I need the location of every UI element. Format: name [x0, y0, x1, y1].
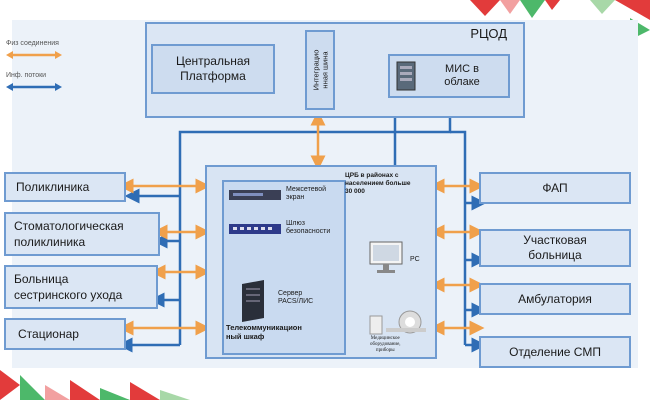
medical-line2: оборудование, [370, 342, 401, 347]
crb-title-line1: ЦРБ в районах с [345, 172, 399, 179]
firewall-label: Межсетевой экран [286, 186, 326, 202]
integration-bus-line1: Интеграцио [311, 49, 321, 91]
legend-orange-arrow [6, 51, 62, 59]
cabinet-label: Телекоммуникацион ный шкаф [226, 323, 302, 341]
legend-physical-label: Физ соединения [6, 40, 59, 47]
gateway-line2: безопасности [286, 228, 331, 235]
rcod-title: РЦОД [470, 26, 507, 41]
mis-cloud-box: МИС в облаке [388, 54, 510, 98]
integration-bus-line2: нная шина [320, 51, 330, 89]
firewall-line1: Межсетевой [286, 186, 327, 193]
crb-title-line3: 30 000 [345, 188, 365, 195]
cabinet-line1: Телекоммуникацион [226, 323, 302, 332]
nursing-line2: сестринского ухода [14, 288, 123, 302]
mis-cloud-line2: облаке [444, 76, 480, 88]
telecom-cabinet-box [222, 180, 346, 355]
firewall-icon [229, 190, 281, 200]
server-label: Сервер PACS/ЛИС [278, 290, 313, 306]
central-platform-line1: Центральная [175, 54, 251, 68]
polyclinic-label: Поликлиника [16, 180, 90, 194]
mis-cloud-label: МИС в облаке [416, 63, 508, 89]
nursing-hospital-box: Больница сестринского ухода [4, 265, 158, 309]
legend-blue-arrow [6, 83, 62, 91]
pc-label: PC [410, 256, 420, 263]
crb-title-line2: населением больше [345, 180, 411, 187]
server-icon [242, 280, 264, 322]
central-platform-line2: Платформа [180, 69, 246, 83]
nursing-line1: Больница [14, 272, 69, 286]
gateway-icon [229, 224, 281, 234]
medical-line3: приборы [375, 348, 395, 353]
server-line1: Сервер [278, 290, 303, 297]
mis-cloud-line1: МИС в [445, 63, 479, 75]
central-platform-box: Центральная Платформа [151, 44, 275, 94]
integration-bus-box: Интеграцио нная шина [305, 30, 335, 110]
polyclinic-box: Поликлиника [4, 172, 126, 202]
fap-box: ФАП [479, 172, 631, 204]
legend-info-label: Инф. потоки [6, 72, 47, 79]
cabinet-line2: ный шкаф [226, 332, 265, 341]
outpatient-box: Амбулатория [479, 283, 631, 315]
outpatient-label: Амбулатория [518, 292, 592, 306]
district-line2: больница [528, 248, 582, 262]
fap-label: ФАП [542, 181, 568, 195]
inpatient-label: Стационар [18, 327, 79, 341]
dental-line1: Стоматологическая [14, 219, 124, 233]
monitor-icon [369, 241, 403, 273]
medical-equipment-icon [369, 310, 426, 335]
server-rack-icon [396, 61, 416, 91]
crb-title: ЦРБ в районах с населением больше 30 000 [345, 172, 410, 196]
ambulance-label: Отделение СМП [509, 345, 601, 359]
firewall-line2: экран [286, 194, 305, 201]
district-hospital-box: Участковая больница [479, 229, 631, 267]
dental-polyclinic-box: Стоматологическая поликлиника [4, 212, 160, 256]
integration-bus-label: Интеграцио нная шина [311, 50, 329, 91]
dental-line2: поликлиника [14, 235, 86, 249]
district-line1: Участковая [523, 233, 587, 247]
gateway-label: Шлюз безопасности [286, 220, 330, 236]
ambulance-box: Отделение СМП [479, 336, 631, 368]
medical-line1: Медицинское [370, 336, 400, 341]
server-line2: PACS/ЛИС [278, 298, 314, 305]
gateway-line1: Шлюз [286, 220, 305, 227]
inpatient-box: Стационар [4, 318, 126, 350]
medical-label: Медицинское оборудование, приборы [370, 336, 401, 354]
